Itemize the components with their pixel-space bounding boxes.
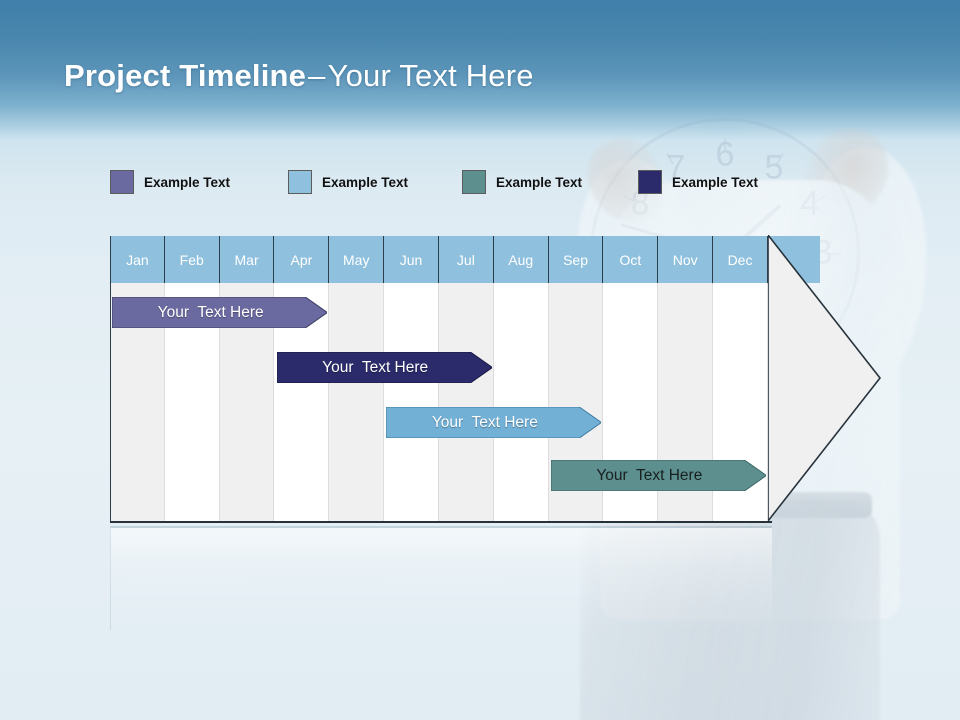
legend-item-4[interactable]: Example Text xyxy=(638,170,758,194)
timeline-bar-arrow-icon xyxy=(276,352,492,383)
page-title-dash: – xyxy=(308,58,326,93)
page-title-strong: Project Timeline xyxy=(64,58,307,93)
month-cell-nov xyxy=(658,283,714,523)
legend-swatch-icon xyxy=(638,170,662,194)
month-header-jul[interactable]: Jul xyxy=(438,236,494,283)
timeline-bar-label: Your Text Here xyxy=(596,466,703,484)
month-header-aug[interactable]: Aug xyxy=(493,236,549,283)
month-cell-jun xyxy=(384,283,439,523)
legend-swatch-icon xyxy=(462,170,486,194)
timeline-reflection xyxy=(110,526,772,630)
timeline-bar-label: Your Text Here xyxy=(431,413,538,431)
timeline-bar-label: Your Text Here xyxy=(157,303,264,321)
timeline-column-aug[interactable]: Aug xyxy=(493,236,549,523)
timeline-bar-1[interactable]: Your Text Here xyxy=(112,297,328,328)
timeline-column-feb[interactable]: Feb xyxy=(164,236,220,523)
legend-item-2[interactable]: Example Text xyxy=(288,170,408,194)
month-header-apr[interactable]: Apr xyxy=(274,236,330,283)
timeline-bar-2[interactable]: Your Text Here xyxy=(276,352,492,383)
timeline-bar-3[interactable]: Your Text Here xyxy=(386,407,602,438)
month-header-may[interactable]: May xyxy=(329,236,385,283)
timeline-bar-arrow-icon xyxy=(550,460,766,491)
month-cell-jul xyxy=(439,283,494,523)
timeline-bar-arrow-icon xyxy=(386,407,602,438)
month-header-feb[interactable]: Feb xyxy=(164,236,220,283)
legend: Example Text Example Text Example Text Exam… xyxy=(110,170,810,196)
timeline-left-edge xyxy=(110,236,111,523)
month-header-oct[interactable]: Oct xyxy=(603,236,659,283)
page-title: Project Timeline–Your Text Here xyxy=(64,58,534,94)
month-cell-aug xyxy=(494,283,549,523)
month-cell-feb xyxy=(165,283,220,523)
month-cell-oct xyxy=(603,283,659,523)
month-header-dec[interactable]: Dec xyxy=(713,236,768,283)
legend-item-label: Example Text xyxy=(672,174,759,190)
timeline-arrowhead-icon xyxy=(768,235,882,523)
legend-item-1[interactable]: Example Text xyxy=(110,170,230,194)
timeline-bar-arrow-icon xyxy=(112,297,328,328)
timeline-column-mar[interactable]: Mar xyxy=(219,236,275,523)
month-header-nov[interactable]: Nov xyxy=(658,236,714,283)
month-cell-apr xyxy=(274,283,330,523)
legend-item-label: Example Text xyxy=(322,174,409,190)
timeline-column-jan[interactable]: Jan xyxy=(110,236,165,523)
legend-item-label: Example Text xyxy=(496,174,583,190)
legend-item-3[interactable]: Example Text xyxy=(462,170,582,194)
month-cell-mar xyxy=(220,283,275,523)
timeline-bar-label: Your Text Here xyxy=(322,358,429,376)
legend-item-label: Example Text xyxy=(144,174,231,190)
page-title-light: Your Text Here xyxy=(327,58,534,93)
timeline-bar-4[interactable]: Your Text Here xyxy=(550,460,766,491)
month-header-jan[interactable]: Jan xyxy=(110,236,165,283)
month-cell-may xyxy=(329,283,385,523)
month-header-sep[interactable]: Sep xyxy=(548,236,604,283)
month-header-mar[interactable]: Mar xyxy=(219,236,275,283)
timeline-bottom-edge xyxy=(110,521,772,523)
month-header-jun[interactable]: Jun xyxy=(384,236,439,283)
month-cell-jan xyxy=(110,283,165,523)
legend-swatch-icon xyxy=(288,170,312,194)
month-cell-sep xyxy=(549,283,604,523)
legend-swatch-icon xyxy=(110,170,134,194)
